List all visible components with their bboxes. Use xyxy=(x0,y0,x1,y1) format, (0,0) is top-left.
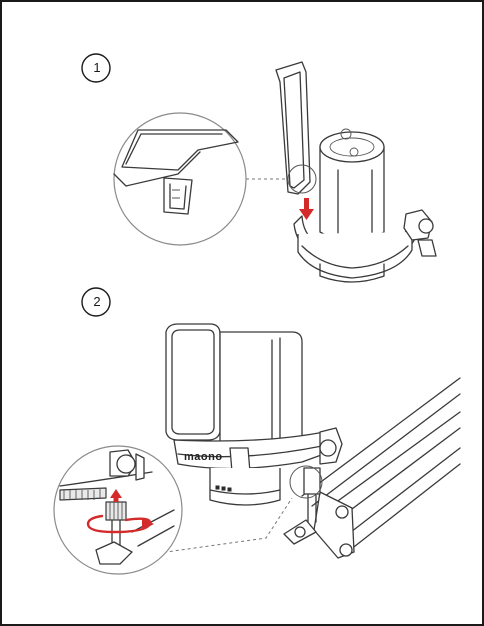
step-2-detail-zoom xyxy=(54,446,182,574)
step-1-number: 1 xyxy=(90,60,104,76)
step-2-microphone: maono xyxy=(166,324,342,522)
step-1-microphone xyxy=(276,62,436,282)
brand-label: maono xyxy=(184,451,223,463)
step-2-number: 2 xyxy=(90,294,104,310)
step-1-detail-zoom xyxy=(114,113,246,245)
